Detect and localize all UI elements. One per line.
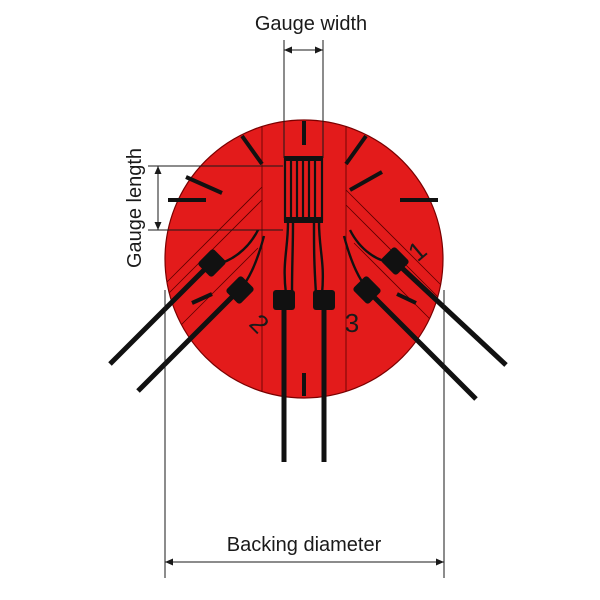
solder-tab-lower-left <box>226 276 254 304</box>
lead-wire-lower-left <box>136 295 234 393</box>
gauge-length-dimension <box>148 165 283 231</box>
terminal-label-3: 3 <box>345 308 359 338</box>
solder-tab-upper-left <box>198 249 226 277</box>
lead-wire-lower-right <box>372 295 478 401</box>
solder-tab-upper-right <box>381 247 409 275</box>
lead-wire-upper-left <box>108 268 206 366</box>
gauge-width-label: Gauge width <box>255 13 367 35</box>
centre-leads <box>283 221 325 295</box>
disc-guide-lines <box>165 120 443 398</box>
lead-wire-upper-right <box>400 266 508 367</box>
gauge-width-arrows <box>284 46 323 54</box>
solder-tabs <box>198 247 409 310</box>
backing-disc <box>164 119 444 399</box>
backing-diameter-arrows <box>165 558 444 566</box>
gauge-length-label: Gauge length <box>124 148 146 268</box>
solder-tab-centre-right <box>313 290 335 310</box>
solder-tab-lower-right <box>353 276 381 304</box>
gauge-grid-end-tabs <box>284 156 323 223</box>
gauge-length-arrows <box>154 166 162 230</box>
backing-diameter-label: Backing diameter <box>227 534 382 556</box>
solder-tab-centre-left <box>273 290 295 310</box>
alignment-marks <box>168 121 438 396</box>
lead-wires <box>108 266 508 462</box>
backing-diameter-dimension <box>164 290 445 578</box>
